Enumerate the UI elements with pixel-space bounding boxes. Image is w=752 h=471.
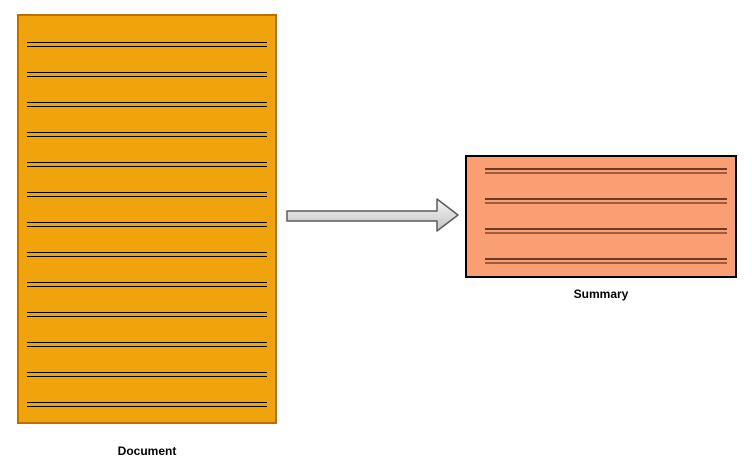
summary-shape	[465, 155, 737, 278]
text-line	[27, 282, 267, 287]
text-line	[485, 198, 727, 204]
text-line	[27, 222, 267, 227]
text-line	[27, 312, 267, 317]
text-line	[485, 258, 727, 264]
text-line	[485, 168, 727, 174]
summary-label: Summary	[573, 287, 629, 301]
text-line	[27, 402, 267, 407]
text-line	[27, 102, 267, 107]
text-line	[27, 192, 267, 197]
document-label: Document	[117, 444, 177, 458]
text-line	[27, 72, 267, 77]
arrow-icon	[286, 198, 459, 232]
text-line	[27, 252, 267, 257]
text-line	[27, 342, 267, 347]
text-line	[27, 162, 267, 167]
text-line	[27, 372, 267, 377]
text-line	[27, 42, 267, 47]
document-shape	[17, 14, 277, 424]
text-line	[27, 132, 267, 137]
text-line	[485, 228, 727, 234]
